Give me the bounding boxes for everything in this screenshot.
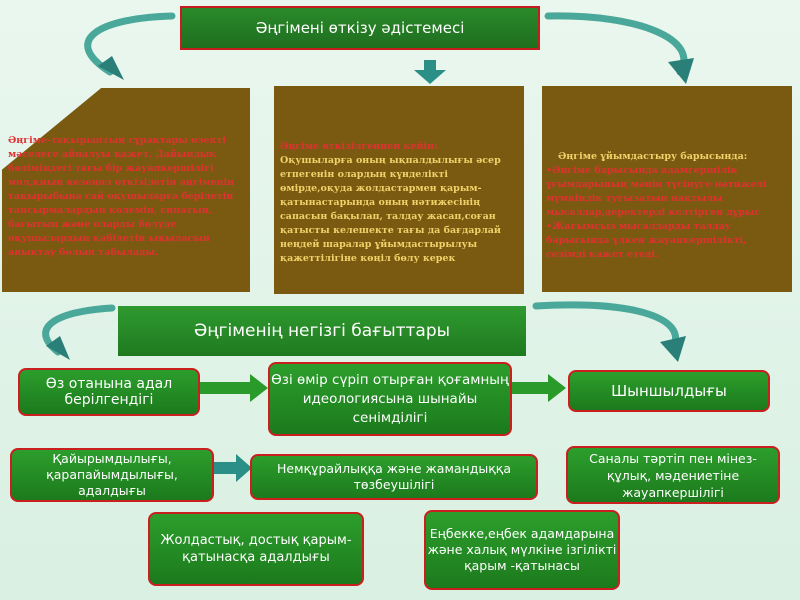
curved-arrow-mid-right bbox=[532, 301, 680, 354]
middle-panel-heading: Әңгіме өткізілгеннен кейін: bbox=[280, 141, 438, 152]
curved-arrow-top-right-head bbox=[668, 58, 694, 84]
right-panel-content: Әңгіме ұйымдастыру барысында: •Әңгіме ба… bbox=[546, 150, 786, 262]
down-arrow-center bbox=[414, 60, 446, 84]
right-panel-bullet: •Әңгіме барысында адамгершілік ұғымдарын… bbox=[546, 165, 767, 218]
box-discipline: Саналы тәртіп пен мінез-құлық, мәдениеті… bbox=[566, 446, 780, 504]
page-title: Әңгімені өткізу әдістемесі bbox=[180, 6, 540, 50]
right-panel bbox=[542, 86, 792, 292]
curved-arrow-top-left-head bbox=[98, 56, 124, 80]
middle-panel-text: Оқушыларға оның ықпалдылығы әсер етпеген… bbox=[280, 155, 501, 264]
arrow-b2-b3 bbox=[512, 374, 566, 402]
middle-panel bbox=[274, 86, 524, 294]
arrow-b1-b2 bbox=[200, 374, 268, 402]
box-labor: Еңбекке,еңбек адамдарына және халық мүлк… bbox=[424, 510, 620, 590]
right-panel-bullets: •Әңгіме барысында адамгершілік ұғымдарын… bbox=[546, 164, 786, 262]
left-panel-text: Әңгіме-тақырыптың сұрақтары өзекті мәсел… bbox=[8, 135, 235, 258]
right-panel-heading: Әңгіме ұйымдастыру барысында: bbox=[558, 151, 748, 162]
right-panel-bullet-text: Әңгіме барысында адамгершілік ұғымдарыны… bbox=[546, 165, 767, 218]
middle-panel-content: Әңгіме өткізілгеннен кейін: Оқушыларға о… bbox=[280, 140, 522, 266]
box-friendship: Жолдастық, достық қарым-қатынасқа адалды… bbox=[148, 512, 364, 586]
curved-arrow-mid-right-head bbox=[660, 336, 686, 362]
main-directions-band: Әңгіменің негізгі бағыттары bbox=[118, 306, 526, 356]
right-panel-bullet-text: Жағымсыз мысалдарды талдау барысында үлк… bbox=[546, 221, 747, 260]
arrow-b4-b5 bbox=[214, 454, 252, 482]
box-honesty: Шыншылдығы bbox=[568, 370, 770, 412]
curved-arrow-top-right bbox=[544, 12, 688, 76]
right-panel-bullet: •Жағымсыз мысалдарды талдау барысында үл… bbox=[546, 221, 747, 260]
box-ideology: Өзі өмір сүріп отырған қоғамның идеологи… bbox=[268, 362, 512, 436]
box-intolerance: Немқұрайлыққа және жамандыққа төзбеушілі… bbox=[250, 454, 538, 500]
curved-arrow-mid-left-head bbox=[46, 336, 70, 360]
box-loyalty: Өз отанына адал берілгендігі bbox=[18, 368, 200, 416]
curved-arrow-top-left bbox=[84, 12, 176, 76]
box-kindness: Қайырымдылығы, қарапайымдылығы, адалдығы bbox=[10, 448, 214, 502]
